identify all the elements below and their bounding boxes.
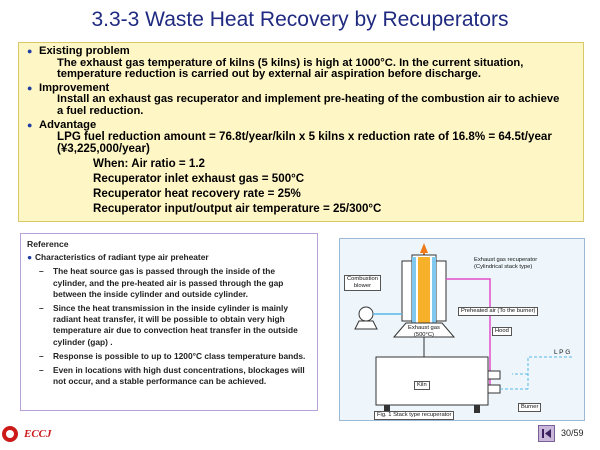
reference-item-text: Even in locations with high dust concent… [53,365,305,387]
exhaust-arrow-icon [420,243,428,253]
blower-label-line2: blower [353,283,371,289]
burner-icon [487,384,501,394]
reference-box: Reference ● Characteristics of radiant t… [20,233,318,411]
existing-problem-section: ● Existing problem [27,45,575,58]
preheated-air-label: Preheated air (To the burner) [458,307,539,316]
main-content-box: ● Existing problem The exhaust gas tempe… [18,42,584,222]
improvement-heading: Improvement [39,81,110,94]
exhaust-gas-label-line1: Exhaust gas [408,325,440,331]
improvement-section: ● Improvement [27,81,575,95]
recuperator-diagram-drawing [354,243,572,413]
eccj-logo-text: ECCJ [24,428,52,440]
dash-icon: – [39,350,44,361]
eccj-logo-icon [2,426,18,442]
first-page-icon [542,429,551,438]
first-page-button[interactable] [538,425,555,442]
advantage-cond-2: Recuperator inlet exhaust gas = 500°C [93,172,305,186]
advantage-cond-3: Recuperator heat recovery rate = 25% [93,187,301,201]
reference-item: – Since the heat transmission in the ins… [27,303,311,348]
blower-label-line1: Combustion [347,276,378,282]
combustion-blower-icon [358,306,374,322]
advantage-cond-1: When: Air ratio = 1.2 [93,157,205,171]
reference-heading: Reference [27,239,69,249]
advantage-line-1: LPG fuel reduction amount = 76.8t/year/k… [57,130,552,144]
dash-icon: – [39,303,44,314]
reference-bullet: ● Characteristics of radiant type air pr… [27,252,311,263]
improvement-line-1: Install an exhaust gas recuperator and i… [57,93,560,106]
burner-icon [487,370,501,380]
advantage-line-2: (¥3,225,000/year) [57,142,150,156]
existing-line-1: The exhaust gas temperature of kilns (5 … [57,56,524,69]
reference-item: – The heat source gas is passed through … [27,266,311,300]
hood [392,322,456,338]
bullet-icon: ● [27,252,33,263]
lpg-label: L P G [554,349,571,356]
dash-icon: – [39,365,44,376]
advantage-heading: Advantage [39,118,97,131]
burner-label: Burner [518,403,542,412]
improvement-line-2: a fuel reduction. [57,104,144,117]
page-number: 30/59 [561,428,584,438]
bullet-icon: ● [27,46,33,56]
hot-gas-flow [418,257,430,323]
exhaust-gas-label-line2: (500°C) [413,332,434,338]
advantage-cond-4: Recuperator input/output air temperature… [93,202,382,216]
reference-item: – Even in locations with high dust conce… [27,365,311,387]
recuperator-label-line1: Exhaust gas recuperator [474,257,538,263]
recuperator-diagram: Exhaust gas recuperator (Cylindrical sta… [339,238,585,421]
kiln-label: Kiln [414,381,430,390]
advantage-section: ● Advantage [27,118,575,132]
reference-item-text: The heat source gas is passed through th… [53,266,284,299]
reference-item-text: Response is possible to up to 1200°C cla… [53,350,306,361]
bullet-icon: ● [27,119,33,130]
reference-item-text: Since the heat transmission in the insid… [53,303,298,347]
exhaust-gas-label: Exhaust gas (500°C) [406,325,442,339]
bullet-icon: ● [27,82,33,93]
hood-label: Hood [492,327,512,336]
lpg-line [527,356,572,389]
reference-bullet-text: Characteristics of radiant type air preh… [35,252,209,263]
existing-heading: Existing problem [39,45,130,57]
recuperator-label-line2: (Cylindrical stack type) [474,263,533,270]
figure-caption: Fig. 1 Stack type recuperator [374,411,455,420]
footer-logo: ECCJ [2,424,52,444]
dash-icon: – [39,266,44,277]
blower-label: Combustion blower [344,275,381,291]
slide-title: 3.3-3 Waste Heat Recovery by Recuperator… [91,8,509,31]
recuperator-label: Exhaust gas recuperator (Cylindrical sta… [472,257,539,270]
reference-item: – Response is possible to up to 1200°C c… [27,351,311,362]
kiln-body [375,356,489,406]
existing-line-2: temperature reduction is carried out by … [57,68,482,81]
